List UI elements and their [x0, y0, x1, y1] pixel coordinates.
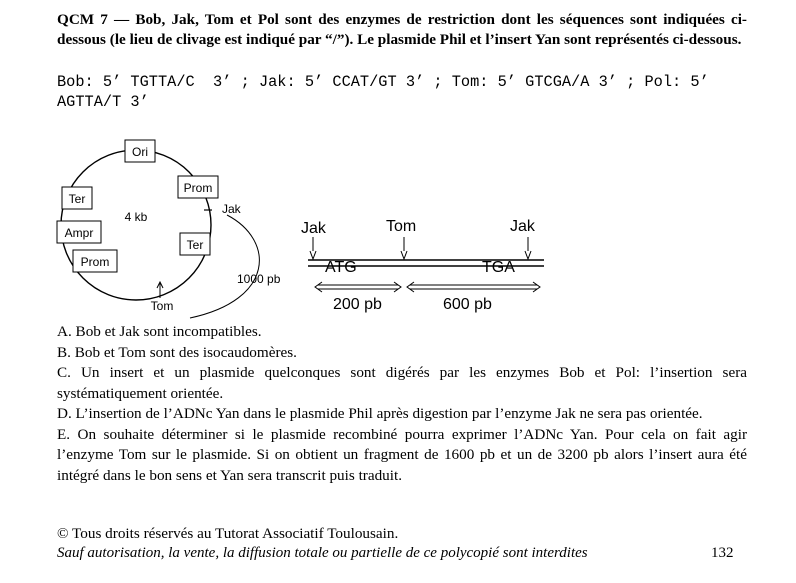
answer-e: E. On souhaite déterminer si le plasmide…: [57, 425, 747, 484]
tga-label: TGA: [482, 259, 515, 276]
tom-arrowhead-insert: [400, 250, 408, 261]
answer-c: C. Un insert et un plasmide quelconques …: [57, 364, 747, 402]
span-200-right-head: [393, 281, 402, 293]
answer-a: A. Bob et Jak sont incompatibles.: [57, 323, 262, 340]
arc-1000pb: [189, 214, 260, 319]
enzyme-sequences: Bob: 5’ TGTTA/C 3’ ; Jak: 5’ CCAT/GT 3’ …: [57, 73, 718, 111]
answers: A. Bob et Jak sont incompatibles. B. Bob…: [57, 322, 747, 486]
plasmid-size-label: 4 kb: [125, 210, 148, 224]
jak-right-arrowhead: [524, 250, 532, 261]
len-600-label: 600 pb: [443, 296, 492, 313]
page-number: 132: [711, 545, 734, 561]
span-200-left-head: [314, 281, 323, 293]
jak-site-label: Jak: [222, 202, 242, 216]
prom-top-box: [177, 175, 219, 199]
span-600-left-head: [406, 281, 415, 293]
tom-site-label: Tom: [151, 299, 174, 313]
ori-box: [124, 139, 156, 163]
ter-left-box: [61, 186, 93, 210]
tom-arrowhead: [156, 280, 164, 289]
ori-label: Ori: [132, 145, 148, 159]
arc-label: 1000 pb: [237, 272, 281, 286]
ter-right-box: [179, 232, 211, 256]
answer-b: B. Bob et Tom sont des isocaudomères.: [57, 343, 297, 361]
atg-label: ATG: [325, 259, 357, 276]
prom-bottom-box: [72, 249, 118, 273]
span-600-right-head: [532, 281, 541, 293]
ampr-box: [56, 220, 102, 244]
insert-diagram: Jak Tom Jak ATG TGA 200 pb 600 pb: [301, 218, 544, 313]
prom-bottom-label: Prom: [81, 255, 110, 269]
len-200-label: 200 pb: [333, 296, 382, 313]
ter-left-label: Ter: [69, 192, 86, 206]
ter-right-label: Ter: [187, 238, 204, 252]
copyright: © Tous droits réservés au Tutorat Associ…: [57, 525, 399, 542]
disclaimer: Sauf autorisation, la vente, la diffusio…: [57, 545, 588, 561]
insert-tom-label: Tom: [386, 218, 416, 235]
insert-jak-right-label: Jak: [510, 218, 536, 235]
question-text: QCM 7 — Bob, Jak, Tom et Pol sont des en…: [57, 11, 747, 48]
ampr-label: Ampr: [65, 226, 94, 240]
prom-top-label: Prom: [184, 181, 213, 195]
plasmid-diagram: Ori Prom Jak Ter Ter Ampr Prom 4 kb Tom …: [56, 139, 281, 319]
answer-d: D. L’insertion de l’ADNc Yan dans le pla…: [57, 405, 703, 422]
insert-jak-left-label: Jak: [301, 220, 327, 237]
jak-left-arrowhead: [309, 250, 317, 261]
